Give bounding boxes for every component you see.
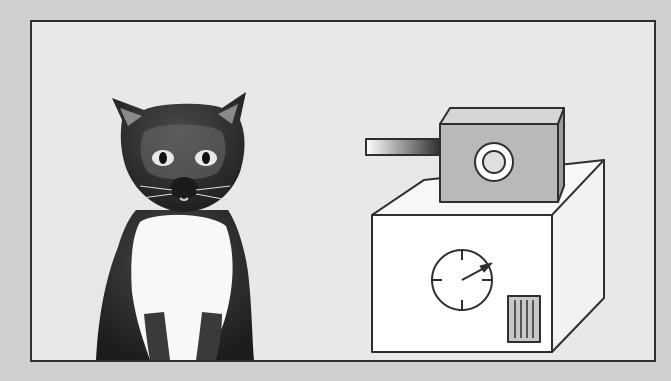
camera-icon	[366, 108, 564, 202]
camera-barrel	[366, 139, 442, 155]
cat-muzzle	[170, 177, 198, 199]
illustration-panel	[30, 20, 656, 362]
clock-icon	[432, 250, 492, 310]
illustration-svg	[32, 22, 654, 360]
camera-lens	[475, 143, 513, 181]
camera-top	[440, 108, 564, 124]
cat-eye-right	[195, 150, 217, 166]
cat-figure	[96, 92, 254, 360]
vent-icon	[508, 296, 540, 342]
cat-eye-left	[152, 150, 174, 166]
